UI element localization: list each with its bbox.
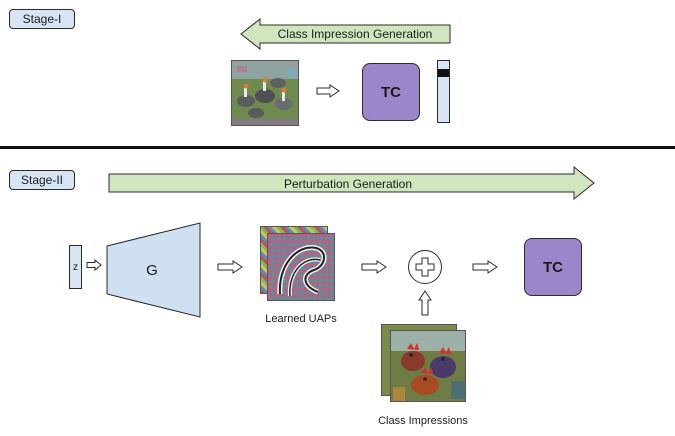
stage2-label-text: Stage-II [20, 173, 64, 187]
latent-z-box: z [69, 245, 82, 289]
stage2-generation-arrow: Perturbation Generation [108, 166, 595, 200]
stage1-small-arrow [316, 84, 340, 98]
stage2-label: Stage-II [9, 170, 75, 190]
stage2-arrow-label: Perturbation Generation [284, 177, 412, 191]
geese-class-impression-image [231, 60, 299, 126]
stage1-target-classifier: TC [362, 63, 420, 121]
class-impression-image-front [390, 330, 466, 402]
class-impression-to-add-arrow [418, 290, 432, 316]
stage2-target-classifier: TC [524, 238, 582, 296]
stage2-tc-label: TC [543, 258, 563, 276]
class-impressions-caption: Class Impressions [378, 415, 468, 427]
z-to-generator-arrow [86, 259, 102, 271]
uap-to-add-arrow [361, 260, 387, 274]
stage1-label: Stage-I [9, 9, 75, 29]
generator-to-uap-arrow [217, 260, 243, 274]
add-to-tc-arrow [472, 260, 498, 274]
generator-label: G [146, 262, 158, 279]
latent-z-label: z [73, 261, 78, 273]
stage1-label-text: Stage-I [22, 12, 62, 26]
add-operator-icon [408, 250, 442, 284]
stage1-tc-label: TC [381, 83, 401, 101]
stage1-output-vector [437, 60, 450, 123]
stage1-arrow-label: Class Impression Generation [278, 27, 433, 41]
stage-divider [0, 146, 675, 149]
stage1-generation-arrow: Class Impression Generation [240, 18, 451, 50]
uap-caption: Learned UAPs [265, 313, 337, 325]
uap-image-front [267, 233, 335, 301]
generator-network: G [106, 222, 201, 318]
